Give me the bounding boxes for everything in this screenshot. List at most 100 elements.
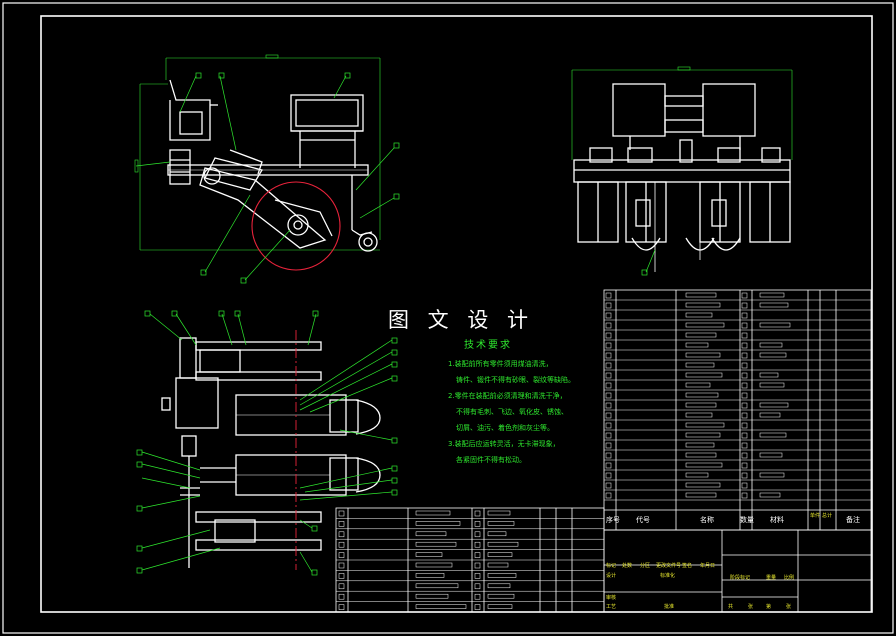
header-total-weight: 总计 <box>822 513 833 519</box>
row-marker <box>741 322 748 329</box>
cell-text-bar <box>487 510 511 516</box>
tb-change-doc: 更改文件号 <box>656 563 682 569</box>
row-marker <box>474 573 481 579</box>
row-marker <box>605 422 612 429</box>
row-marker <box>741 362 748 369</box>
cell-text-bar <box>487 593 515 599</box>
row-marker <box>605 472 612 479</box>
row-marker <box>474 521 481 527</box>
tech-note: 1.装配前所有零件须用煤油清洗， <box>448 360 553 368</box>
row-marker <box>605 372 612 379</box>
row-marker <box>474 604 481 610</box>
row-marker <box>605 382 612 389</box>
row-marker <box>741 472 748 479</box>
tech-note: 铸件、锻件不得有砂眼、裂纹等缺陷。 <box>456 376 575 384</box>
top-view <box>161 337 381 568</box>
cell-text-bar <box>759 402 789 408</box>
row-marker <box>605 432 612 439</box>
tech-note: 切屑、油污、着色剂和灰尘等。 <box>456 424 554 432</box>
top-view-leaders <box>136 310 398 576</box>
cell-text-bar <box>685 342 709 348</box>
cell-text-bar <box>685 372 723 378</box>
cell-text-bar <box>759 322 791 328</box>
row-marker <box>338 604 345 610</box>
row-marker <box>605 342 612 349</box>
row-marker <box>474 593 481 600</box>
row-marker <box>474 541 481 548</box>
header-unit-weight: 单件 <box>810 513 821 519</box>
tb-mark: 标记 <box>606 563 617 569</box>
tb-stage: 阶段标记 <box>730 575 751 581</box>
tech-note: 不得有毛刺、飞边、氧化皮、锈蚀、 <box>456 408 568 416</box>
tb-approve: 批准 <box>664 604 675 610</box>
row-marker <box>741 422 748 429</box>
row-marker <box>741 402 748 409</box>
row-marker <box>338 510 345 517</box>
cell-text-bar <box>685 432 721 438</box>
row-marker <box>605 452 612 459</box>
tb-sheets: 张 <box>748 604 754 610</box>
header-seq: 序号 <box>606 516 620 524</box>
cell-text-bar <box>759 412 781 418</box>
cell-text-bar <box>415 510 451 516</box>
row-marker <box>741 412 748 419</box>
front-view-leaders <box>641 249 656 276</box>
cell-text-bar <box>759 302 789 308</box>
cell-text-bar <box>685 312 713 318</box>
row-marker <box>605 492 612 499</box>
tb-zone: 分区 <box>640 563 651 569</box>
cell-text-bar <box>415 573 445 578</box>
cell-text-bar <box>759 452 783 458</box>
tech-requirements-title: 技术要求 <box>464 340 512 351</box>
cell-text-bar <box>415 521 461 526</box>
watermark: 图 文 设 计 <box>388 308 535 332</box>
cell-text-bar <box>759 492 781 498</box>
row-marker <box>338 552 345 558</box>
cell-text-bar <box>685 442 715 448</box>
row-marker <box>605 312 612 319</box>
cell-text-bar <box>415 552 443 557</box>
cell-text-bar <box>685 412 713 418</box>
row-marker <box>741 482 748 489</box>
tb-process: 工艺 <box>606 604 617 610</box>
cell-text-bar <box>685 302 721 308</box>
tb-count: 处数 <box>622 563 633 569</box>
header-remark: 备注 <box>846 516 860 524</box>
cell-text-bar <box>685 292 717 298</box>
row-marker <box>741 462 748 469</box>
title-block-rows <box>336 510 604 613</box>
tech-note: 2.零件在装配前必须清理和清洗干净， <box>448 392 567 400</box>
cell-text-bar <box>415 583 459 589</box>
cell-text-bar <box>685 322 725 328</box>
row-marker <box>605 332 612 339</box>
row-marker <box>338 593 345 600</box>
tb-sheet: 张 <box>786 604 792 610</box>
row-marker <box>741 292 748 299</box>
cell-text-bar <box>415 593 449 599</box>
row-marker <box>605 442 612 449</box>
cell-text-bar <box>487 541 519 547</box>
row-marker <box>741 432 748 439</box>
cell-text-bar <box>415 531 447 537</box>
header-name: 名称 <box>700 516 714 524</box>
cell-text-bar <box>685 422 725 428</box>
cell-text-bar <box>415 541 457 547</box>
row-marker <box>474 510 481 517</box>
row-marker <box>605 322 612 329</box>
cell-text-bar <box>759 352 787 358</box>
tb-design: 设计 <box>606 573 617 579</box>
tb-review: 审核 <box>606 595 617 601</box>
tb-weight: 重量 <box>766 575 777 581</box>
cell-text-bar <box>487 583 511 589</box>
row-marker <box>605 482 612 489</box>
cell-text-bar <box>487 521 515 526</box>
row-marker <box>474 531 481 538</box>
row-marker <box>605 362 612 369</box>
header-material: 材料 <box>770 516 784 524</box>
row-marker <box>741 382 748 389</box>
tb-sign: 签名 <box>682 563 693 569</box>
row-marker <box>741 392 748 399</box>
cell-text-bar <box>685 462 723 468</box>
row-marker <box>605 292 612 299</box>
header-code: 代号 <box>636 516 650 524</box>
